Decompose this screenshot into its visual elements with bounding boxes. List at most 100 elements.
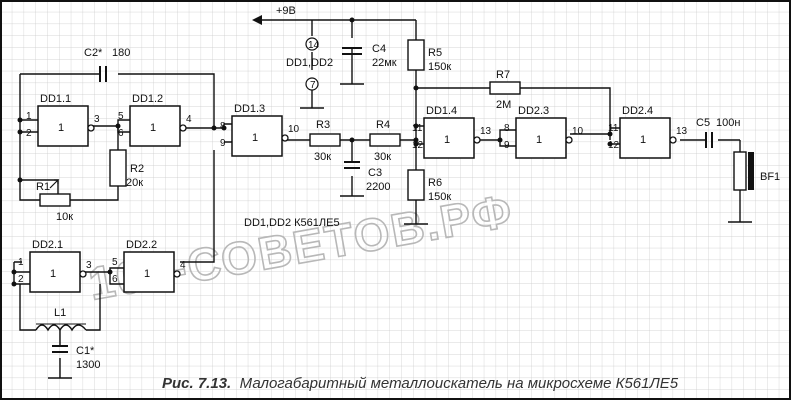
r1-name: R1 <box>36 181 50 193</box>
speaker-bf1-cone <box>748 152 754 190</box>
c2-name: C2* <box>84 47 103 59</box>
gate-pin-in2: 6 <box>118 128 124 139</box>
c3-value: 2200 <box>366 181 390 193</box>
gate-name: DD1.2 <box>132 93 163 105</box>
gate-name: DD1.3 <box>234 103 265 115</box>
r6-name: R6 <box>428 177 442 189</box>
gate-body <box>123 251 175 293</box>
gate-name: DD2.3 <box>518 105 549 117</box>
r6-value: 150к <box>428 191 451 203</box>
resistor-r1-body <box>39 193 71 207</box>
r3-name: R3 <box>316 119 330 131</box>
gate-g21: DD2.1 1 1 2 3 <box>18 239 92 293</box>
gate-symbol: 1 <box>50 268 56 280</box>
caption-text: Малогабаритный металлоискатель на микрос… <box>240 375 679 392</box>
gates-layer: DD1.11123DD1.21564DD1.318910DD1.41111213… <box>18 93 688 293</box>
c3-name: C3 <box>368 167 382 179</box>
l1-name: L1 <box>54 307 66 319</box>
gate-body <box>515 117 567 159</box>
vdd-pin-number: 14 <box>308 40 320 51</box>
capacitor-c1-plates <box>52 345 68 353</box>
r1-wiper-icon <box>49 179 60 189</box>
capacitor-c2-plates <box>99 66 107 82</box>
gate-symbol: 1 <box>150 122 156 134</box>
resistor-r6-body <box>407 169 425 201</box>
resistor-r5-body <box>407 39 425 71</box>
r2-name: R2 <box>130 163 144 175</box>
gate-name: DD1.1 <box>40 93 71 105</box>
vdd-pin-circle <box>305 37 319 51</box>
gate-symbol: 1 <box>640 134 646 146</box>
resistor-r2-body <box>109 149 127 187</box>
resistor-r7-body <box>489 81 521 95</box>
r4-value: 30к <box>374 151 391 163</box>
figure-caption: Рис. 7.13. Малогабаритный металлоискател… <box>162 375 679 392</box>
inverter-bubble <box>173 270 181 278</box>
gate-pin-in1: 1 <box>18 257 24 268</box>
resistor-r4-body <box>369 133 401 147</box>
gate-pin-out: 10 <box>288 124 300 135</box>
gate-name: DD2.1 <box>32 239 63 251</box>
gate-name: DD2.4 <box>622 105 653 117</box>
gate-body <box>37 105 89 147</box>
gate-pin-out: 4 <box>180 260 186 271</box>
gate-name: DD2.2 <box>126 239 157 251</box>
gate-pin-in2: 2 <box>26 128 32 139</box>
gate-symbol: 1 <box>444 134 450 146</box>
bf1-name: BF1 <box>760 171 780 183</box>
gate-pin-out: 10 <box>572 126 584 137</box>
capacitor-plates <box>52 47 713 353</box>
component-bodies <box>39 39 521 207</box>
gate-symbol: 1 <box>536 134 542 146</box>
gate-pin-in2: 2 <box>18 274 24 285</box>
c1-value: 1300 <box>76 359 100 371</box>
c5-value: 100н <box>716 117 740 129</box>
c1-name: C1* <box>76 345 95 357</box>
c4-name: C4 <box>372 43 386 55</box>
gate-pin-out: 3 <box>86 260 92 271</box>
r3-value: 30к <box>314 151 331 163</box>
r1-value: 10к <box>56 211 73 223</box>
gate-pin-in1: 1 <box>26 111 32 122</box>
c2-value: 180 <box>112 47 130 59</box>
caption-prefix: Рис. 7.13. <box>162 375 231 392</box>
vss-pin-circle <box>305 77 319 91</box>
capacitor-c5-plates <box>705 132 713 148</box>
gate-pin-in1: 5 <box>118 111 124 122</box>
junction-dots <box>11 17 613 287</box>
gate-pin-in1: 5 <box>112 257 118 268</box>
gate-symbol: 1 <box>252 132 258 144</box>
gate-body <box>423 117 475 159</box>
r7-name: R7 <box>496 69 510 81</box>
vss-pin-number: 7 <box>310 80 316 91</box>
inverter-bubble <box>473 136 481 144</box>
gate-symbol: 1 <box>144 268 150 280</box>
inverter-bubble <box>79 270 87 278</box>
inverter-bubble <box>281 134 289 142</box>
gate-pin-out: 3 <box>94 114 100 125</box>
component-labels: +9В 14 7 DD1,DD2 DD1,DD2 К561ЛЕ5 C2* 180… <box>36 5 780 371</box>
resistor-r3-body <box>309 133 341 147</box>
r7-value: 2М <box>496 99 511 111</box>
gate-name: DD1.4 <box>426 105 457 117</box>
supply-arrow-icon <box>252 15 262 25</box>
r5-name: R5 <box>428 47 442 59</box>
inverter-bubble <box>179 124 187 132</box>
gate-body <box>129 105 181 147</box>
gate-pin-in1: 8 <box>504 123 510 134</box>
r5-value: 150к <box>428 61 451 73</box>
speaker-bf1-body <box>733 151 747 191</box>
gate-pin-out: 13 <box>480 126 492 137</box>
r2-value: 20к <box>126 177 143 189</box>
c5-name: C5 <box>696 117 710 129</box>
